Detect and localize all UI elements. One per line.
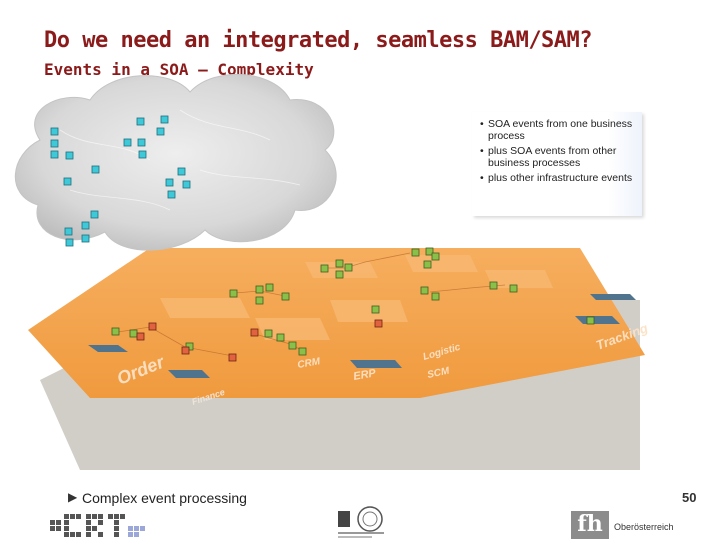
cyan-event xyxy=(81,234,90,243)
event-cloud xyxy=(14,73,337,251)
green-event xyxy=(371,305,380,314)
green-event xyxy=(431,292,440,301)
callout-item: plus other infrastructure events xyxy=(478,172,638,184)
cyan-event xyxy=(64,227,73,236)
green-event xyxy=(423,260,432,269)
green-event xyxy=(335,270,344,279)
callout-item: plus SOA events from other business proc… xyxy=(478,145,638,169)
page-title: Do we need an integrated, seamless BAM/S… xyxy=(44,28,593,53)
cyan-event xyxy=(156,127,165,136)
blue-edge-3 xyxy=(350,360,402,368)
plane-green-events xyxy=(111,247,595,356)
green-event xyxy=(431,252,440,261)
green-event xyxy=(298,347,307,356)
cyan-event xyxy=(165,178,174,187)
red-event xyxy=(148,322,157,331)
label-crm: CRM xyxy=(297,356,322,371)
fh-logo: fh xyxy=(571,511,609,539)
green-event xyxy=(320,264,329,273)
fh-subtitle: Oberösterreich xyxy=(614,522,674,532)
green-event xyxy=(344,263,353,272)
green-event xyxy=(335,259,344,268)
red-event xyxy=(374,319,383,328)
cyan-event xyxy=(123,138,132,147)
cloud-texture xyxy=(59,109,301,211)
cyan-event xyxy=(50,127,59,136)
plane-red-events xyxy=(136,319,383,362)
callout-box: SOA events from one business process plu… xyxy=(472,112,642,216)
green-event xyxy=(411,248,420,257)
label-erp: ERP xyxy=(352,367,377,383)
blue-edge-5 xyxy=(590,294,636,300)
cloud-events xyxy=(50,115,191,247)
green-event xyxy=(229,289,238,298)
cyan-event xyxy=(65,238,74,247)
green-event xyxy=(129,329,138,338)
red-event xyxy=(228,353,237,362)
cyan-event xyxy=(81,221,90,230)
green-event xyxy=(185,342,194,351)
green-event xyxy=(586,316,595,325)
green-event xyxy=(425,247,434,256)
cyan-event xyxy=(90,210,99,219)
cyan-event xyxy=(63,177,72,186)
red-event xyxy=(250,328,259,337)
cyan-event xyxy=(160,115,169,124)
cyan-event xyxy=(65,151,74,160)
blue-edge-1 xyxy=(88,345,128,352)
footer-caption: ▶ Complex event processing xyxy=(68,490,247,506)
green-event xyxy=(255,296,264,305)
cyan-event xyxy=(167,190,176,199)
green-event xyxy=(420,286,429,295)
green-event xyxy=(276,333,285,342)
seal-logos xyxy=(338,506,384,538)
cyan-event xyxy=(91,165,100,174)
green-event xyxy=(288,341,297,350)
label-scm: SCM xyxy=(426,365,451,381)
blue-edge-2 xyxy=(168,370,210,378)
green-event xyxy=(281,292,290,301)
blue-edge-4 xyxy=(575,316,620,324)
page-number: 50 xyxy=(682,490,697,505)
crt-logo xyxy=(50,514,145,537)
green-event xyxy=(265,283,274,292)
cyan-event xyxy=(50,139,59,148)
green-event xyxy=(509,284,518,293)
cyan-event xyxy=(177,167,186,176)
green-event xyxy=(264,329,273,338)
cyan-event xyxy=(182,180,191,189)
red-event xyxy=(136,332,145,341)
cyan-event xyxy=(137,138,146,147)
play-arrow-icon: ▶ xyxy=(68,490,78,504)
process-regions xyxy=(160,255,553,340)
red-event xyxy=(181,346,190,355)
green-event xyxy=(489,281,498,290)
cyan-event xyxy=(136,117,145,126)
footer-caption-text: Complex event processing xyxy=(82,490,247,506)
green-event xyxy=(255,285,264,294)
green-event xyxy=(111,327,120,336)
cyan-event xyxy=(138,150,147,159)
page-subtitle: Events in a SOA – Complexity xyxy=(44,60,314,79)
callout-item: SOA events from one business process xyxy=(478,118,638,142)
cyan-event xyxy=(50,150,59,159)
